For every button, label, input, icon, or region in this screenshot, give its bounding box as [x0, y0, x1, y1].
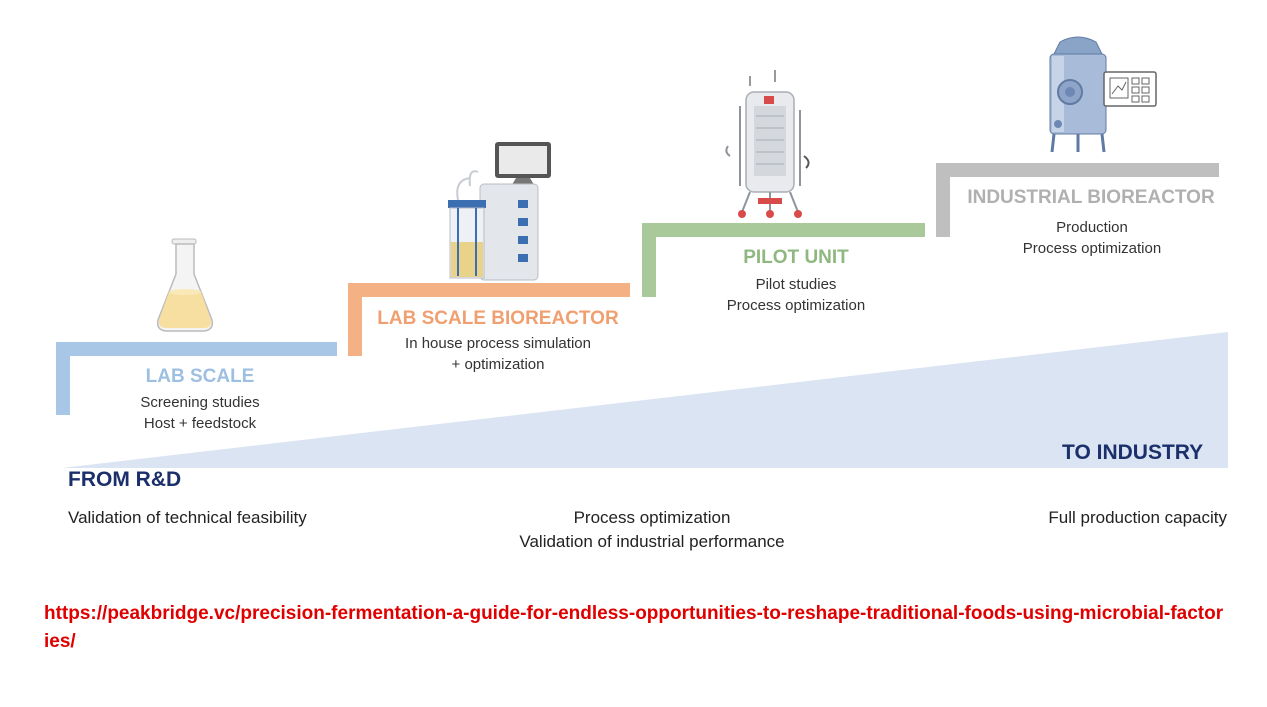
lab-bioreactor-title: LAB SCALE BIOREACTOR	[377, 308, 619, 329]
pilot-unit-desc-2: Process optimization	[726, 297, 866, 314]
lab-bioreactor-step-riser	[348, 283, 362, 356]
erlenmeyer-flask-icon	[156, 238, 214, 332]
industrial-tank-icon	[1049, 36, 1157, 153]
lab-bioreactor-icon	[448, 142, 551, 281]
bottom-middle-text-1: Process optimization	[573, 508, 731, 527]
from-rd-label: FROM R&D	[68, 468, 182, 491]
lab-bioreactor-desc-2: + optimization	[451, 356, 545, 373]
lab-scale-desc-1: Screening studies	[140, 394, 260, 411]
lab-scale-desc-2: Host + feedstock	[143, 415, 257, 432]
industrial-desc-1: Production	[1056, 219, 1128, 236]
industrial-step-riser	[936, 163, 950, 237]
source-url: https://peakbridge.vc/precision-fermenta…	[44, 603, 1224, 652]
lab-scale-title: LAB SCALE	[145, 366, 255, 387]
lab-bioreactor-step-top	[348, 283, 630, 297]
bottom-left-text: Validation of technical feasibility	[68, 508, 307, 527]
to-industry-label: TO INDUSTRY	[1062, 441, 1204, 464]
pilot-unit-step-top	[642, 223, 925, 237]
bottom-middle-text-2: Validation of industrial performance	[519, 532, 785, 551]
industrial-desc-2: Process optimization	[1022, 240, 1162, 257]
lab-scale-step-top	[56, 342, 337, 356]
bottom-right-text: Full production capacity	[1048, 508, 1227, 527]
industrial-title: INDUSTRIAL BIOREACTOR	[967, 187, 1215, 208]
pilot-unit-desc-1: Pilot studies	[755, 276, 837, 293]
industrial-step-top	[936, 163, 1219, 177]
pilot-fermenter-icon	[725, 70, 810, 218]
lab-scale-step-riser	[56, 342, 70, 415]
pilot-unit-title: PILOT UNIT	[743, 247, 849, 268]
lab-bioreactor-desc-1: In house process simulation	[405, 335, 591, 352]
pilot-unit-step-riser	[642, 223, 656, 297]
